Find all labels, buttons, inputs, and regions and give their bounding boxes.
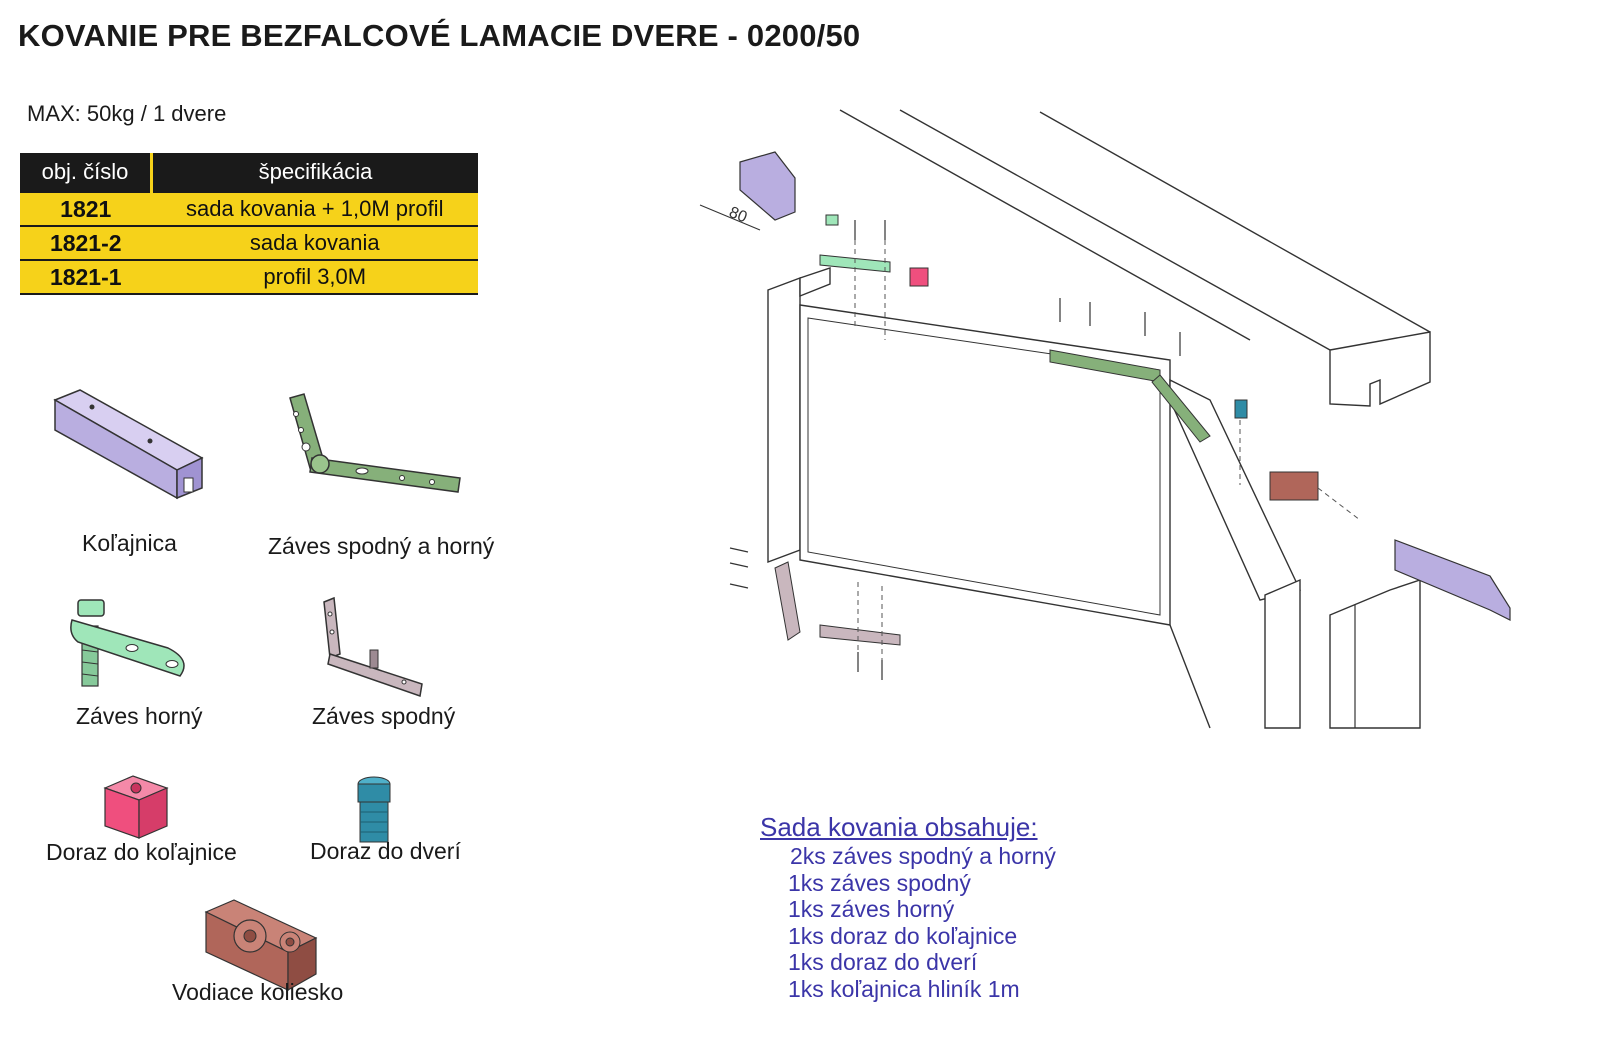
table-row: 1821-1 profil 3,0M (20, 259, 478, 295)
label-hinge-bottom-top: Záves spodný a horný (268, 533, 495, 559)
contents-title: Sada kovania obsahuje: (760, 812, 1038, 842)
table-row: 1821 sada kovania + 1,0M profil (20, 191, 478, 226)
hinge-bottom-icon (323, 596, 423, 698)
door-stop-icon (357, 776, 391, 843)
rail-stop-icon (103, 775, 169, 839)
row-code: 1821-2 (20, 225, 152, 260)
max-load-note: MAX: 50kg / 1 dvere (27, 101, 227, 126)
label-rail: Koľajnica (82, 530, 177, 556)
row-code: 1821 (20, 191, 152, 226)
assembly-diagram: 80 (699, 109, 1511, 729)
label-guide-wheel: Vodiace koliesko (172, 979, 344, 1005)
row-spec: profil 3,0M (151, 259, 478, 295)
label-hinge-top: Záves horný (76, 703, 203, 729)
spec-table: obj. číslo špecifikácia 1821 sada kovani… (20, 153, 478, 295)
hinge-top-icon (70, 599, 185, 687)
dimension-label: 80 (727, 204, 750, 226)
label-rail-stop: Doraz do koľajnice (46, 839, 237, 865)
guide-wheel-icon (204, 899, 318, 992)
header-order-number: obj. číslo (20, 153, 153, 192)
row-code: 1821-1 (20, 259, 152, 295)
list-item: 1ks doraz do koľajnice (788, 922, 1018, 949)
hinge-bottom-top-icon (289, 393, 461, 493)
page-title: KOVANIE PRE BEZFALCOVÉ LAMACIE DVERE - 0… (18, 18, 861, 53)
contents-list: 2ks záves spodný a horný 1ks záves spodn… (788, 843, 1056, 1003)
row-spec: sada kovania (151, 225, 478, 260)
header-specification: špecifikácia (151, 153, 478, 192)
list-item: 2ks záves spodný a horný (790, 843, 1056, 869)
table-header-row: obj. číslo špecifikácia (20, 153, 478, 192)
list-item: 1ks záves horný (788, 896, 955, 923)
table-row: 1821-2 sada kovania (20, 225, 478, 260)
label-hinge-bottom: Záves spodný (312, 703, 456, 729)
label-door-stop: Doraz do dverí (310, 838, 461, 864)
rail-icon (53, 389, 204, 500)
row-spec: sada kovania + 1,0M profil (151, 191, 478, 226)
list-item: 1ks záves spodný (788, 869, 971, 896)
list-item: 1ks koľajnica hliník 1m (788, 975, 1020, 1002)
list-item: 1ks doraz do dverí (788, 949, 978, 976)
